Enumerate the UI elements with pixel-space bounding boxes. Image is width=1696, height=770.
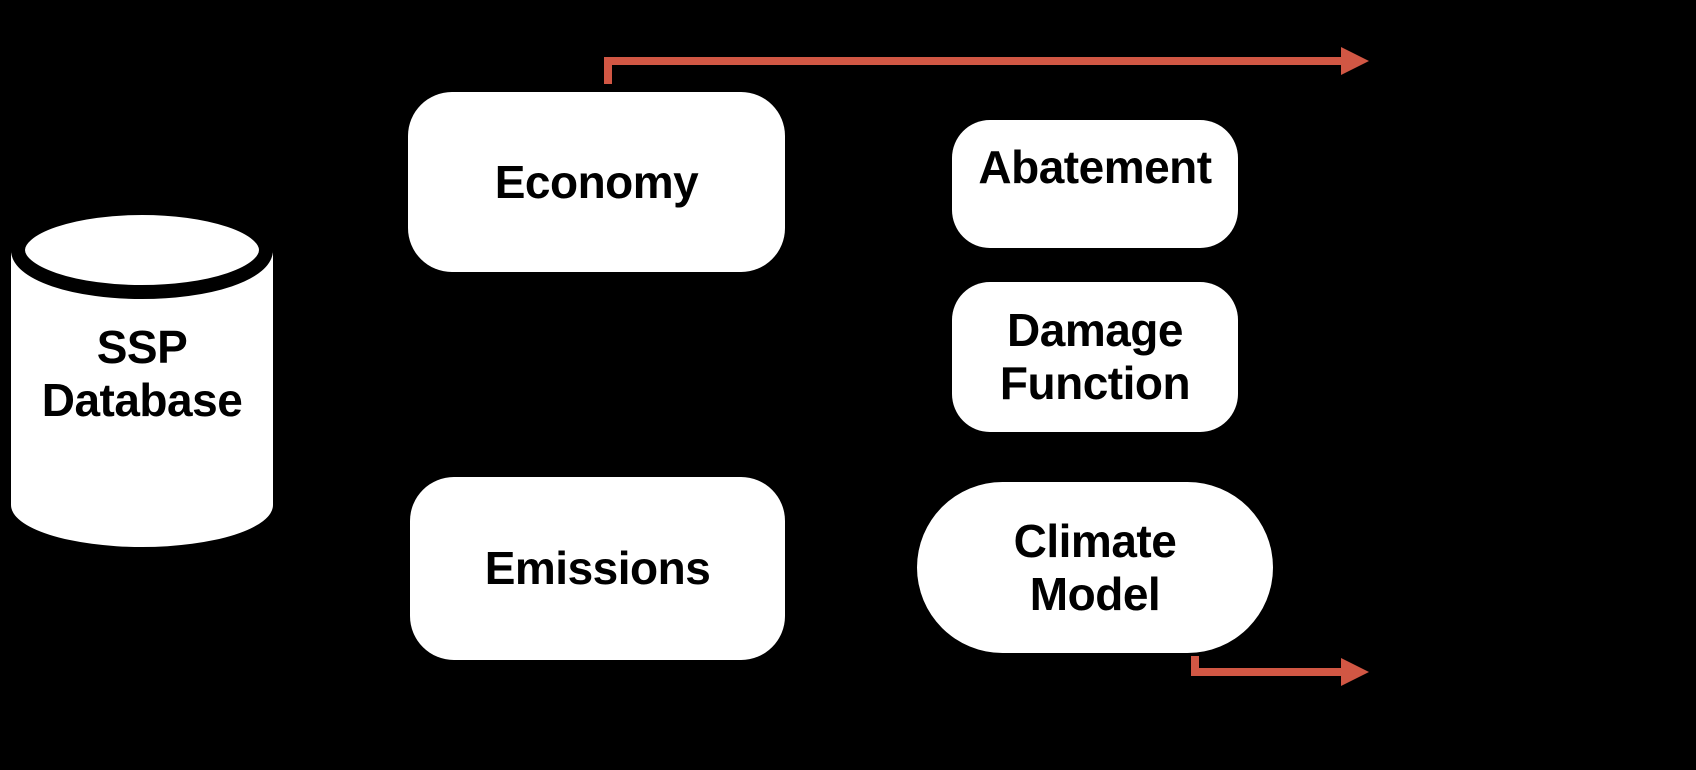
climate-model-output-arrow-stem [1191,656,1199,676]
database-cylinder-icon [11,201,273,547]
ssp-database-label: SSP Database [41,321,243,426]
damage-function-node: Damage Function [952,282,1238,432]
economy-node: Economy [408,92,785,272]
economy-output-arrow-stem [604,57,612,84]
economy-output-arrowhead-icon [1341,47,1369,75]
climate-model-label: Climate Model [1013,514,1177,620]
climate-model-output-arrowhead-icon [1341,658,1369,686]
abatement-label: Abatement [978,141,1212,193]
cylinder-body [11,250,273,547]
damage-function-label: Damage Function [999,304,1191,409]
emissions-node: Emissions [410,477,785,660]
economy-output-arrow-line [604,57,1341,65]
economy-label: Economy [494,155,699,208]
climate-model-output-arrow-line [1191,668,1341,676]
emissions-label: Emissions [484,542,711,594]
climate-model-node: Climate Model [917,482,1273,653]
ssp-database-node: SSP Database [11,200,273,550]
abatement-node: Abatement [952,120,1238,248]
cylinder-top [11,201,273,299]
